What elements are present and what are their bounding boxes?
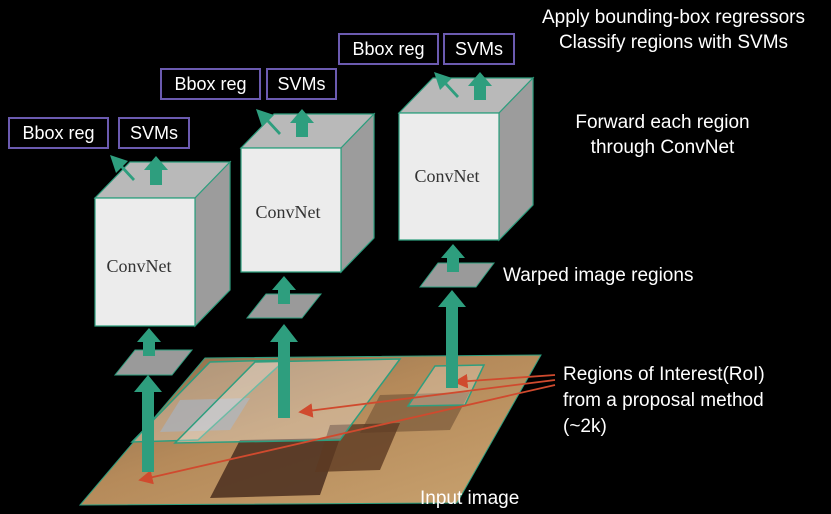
annotation-warped: Warped image regions bbox=[503, 265, 694, 286]
up-arrow bbox=[134, 375, 162, 472]
up-arrow-svm bbox=[468, 72, 492, 100]
up-arrow bbox=[272, 276, 296, 304]
roi-pointers bbox=[138, 373, 556, 485]
convnet-label-2: ConvNet bbox=[256, 202, 321, 222]
annotation-forward-2: through ConvNet bbox=[590, 137, 735, 158]
convnet-label-1: ConvNet bbox=[107, 256, 172, 276]
warped-regions bbox=[113, 262, 495, 376]
svms-box-1: SVMs bbox=[118, 117, 190, 149]
up-arrow bbox=[270, 324, 298, 418]
region-proposal-1 bbox=[130, 359, 287, 443]
warped-region-1 bbox=[113, 349, 194, 376]
annotation-roi-3: (~2k) bbox=[563, 416, 607, 437]
bbox-reg-box-3: Bbox reg bbox=[338, 33, 439, 65]
up-arrow-svm bbox=[290, 109, 314, 137]
output-arrows bbox=[110, 72, 492, 185]
bbox-reg-box-2: Bbox reg bbox=[160, 68, 261, 100]
up-arrow bbox=[137, 328, 161, 356]
annotation-classify-svm: Classify regions with SVMs bbox=[558, 32, 789, 53]
convnet-cube-1 bbox=[93, 160, 232, 328]
diagonal-arrow-bbox bbox=[110, 155, 135, 181]
up-arrow bbox=[441, 244, 465, 272]
svms-box-2: SVMs bbox=[266, 68, 337, 100]
diagonal-arrow-bbox bbox=[256, 109, 281, 135]
convnet-label-3: ConvNet bbox=[415, 166, 480, 186]
annotation-input-image: Input image bbox=[420, 488, 520, 509]
convnet-cube-3 bbox=[397, 76, 535, 242]
warped-region-3 bbox=[419, 262, 495, 288]
up-arrow-svm bbox=[144, 156, 168, 185]
bbox-reg-box-1: Bbox reg bbox=[8, 117, 109, 149]
annotation-apply-bbox: Apply bounding-box regressors bbox=[542, 7, 805, 28]
up-arrow bbox=[438, 290, 466, 388]
annotation-forward-1: Forward each region bbox=[575, 112, 750, 133]
annotation-roi-1: Regions of Interest(RoI) bbox=[563, 364, 765, 385]
diagonal-arrow-bbox bbox=[434, 72, 459, 98]
convnet-cube-2 bbox=[239, 112, 376, 274]
svms-box-3: SVMs bbox=[443, 33, 515, 65]
image-to-warp-arrows bbox=[134, 290, 466, 472]
annotation-roi-2: from a proposal method bbox=[563, 390, 764, 411]
warp-to-convnet-arrows bbox=[137, 244, 465, 356]
warped-region-2 bbox=[245, 293, 323, 319]
